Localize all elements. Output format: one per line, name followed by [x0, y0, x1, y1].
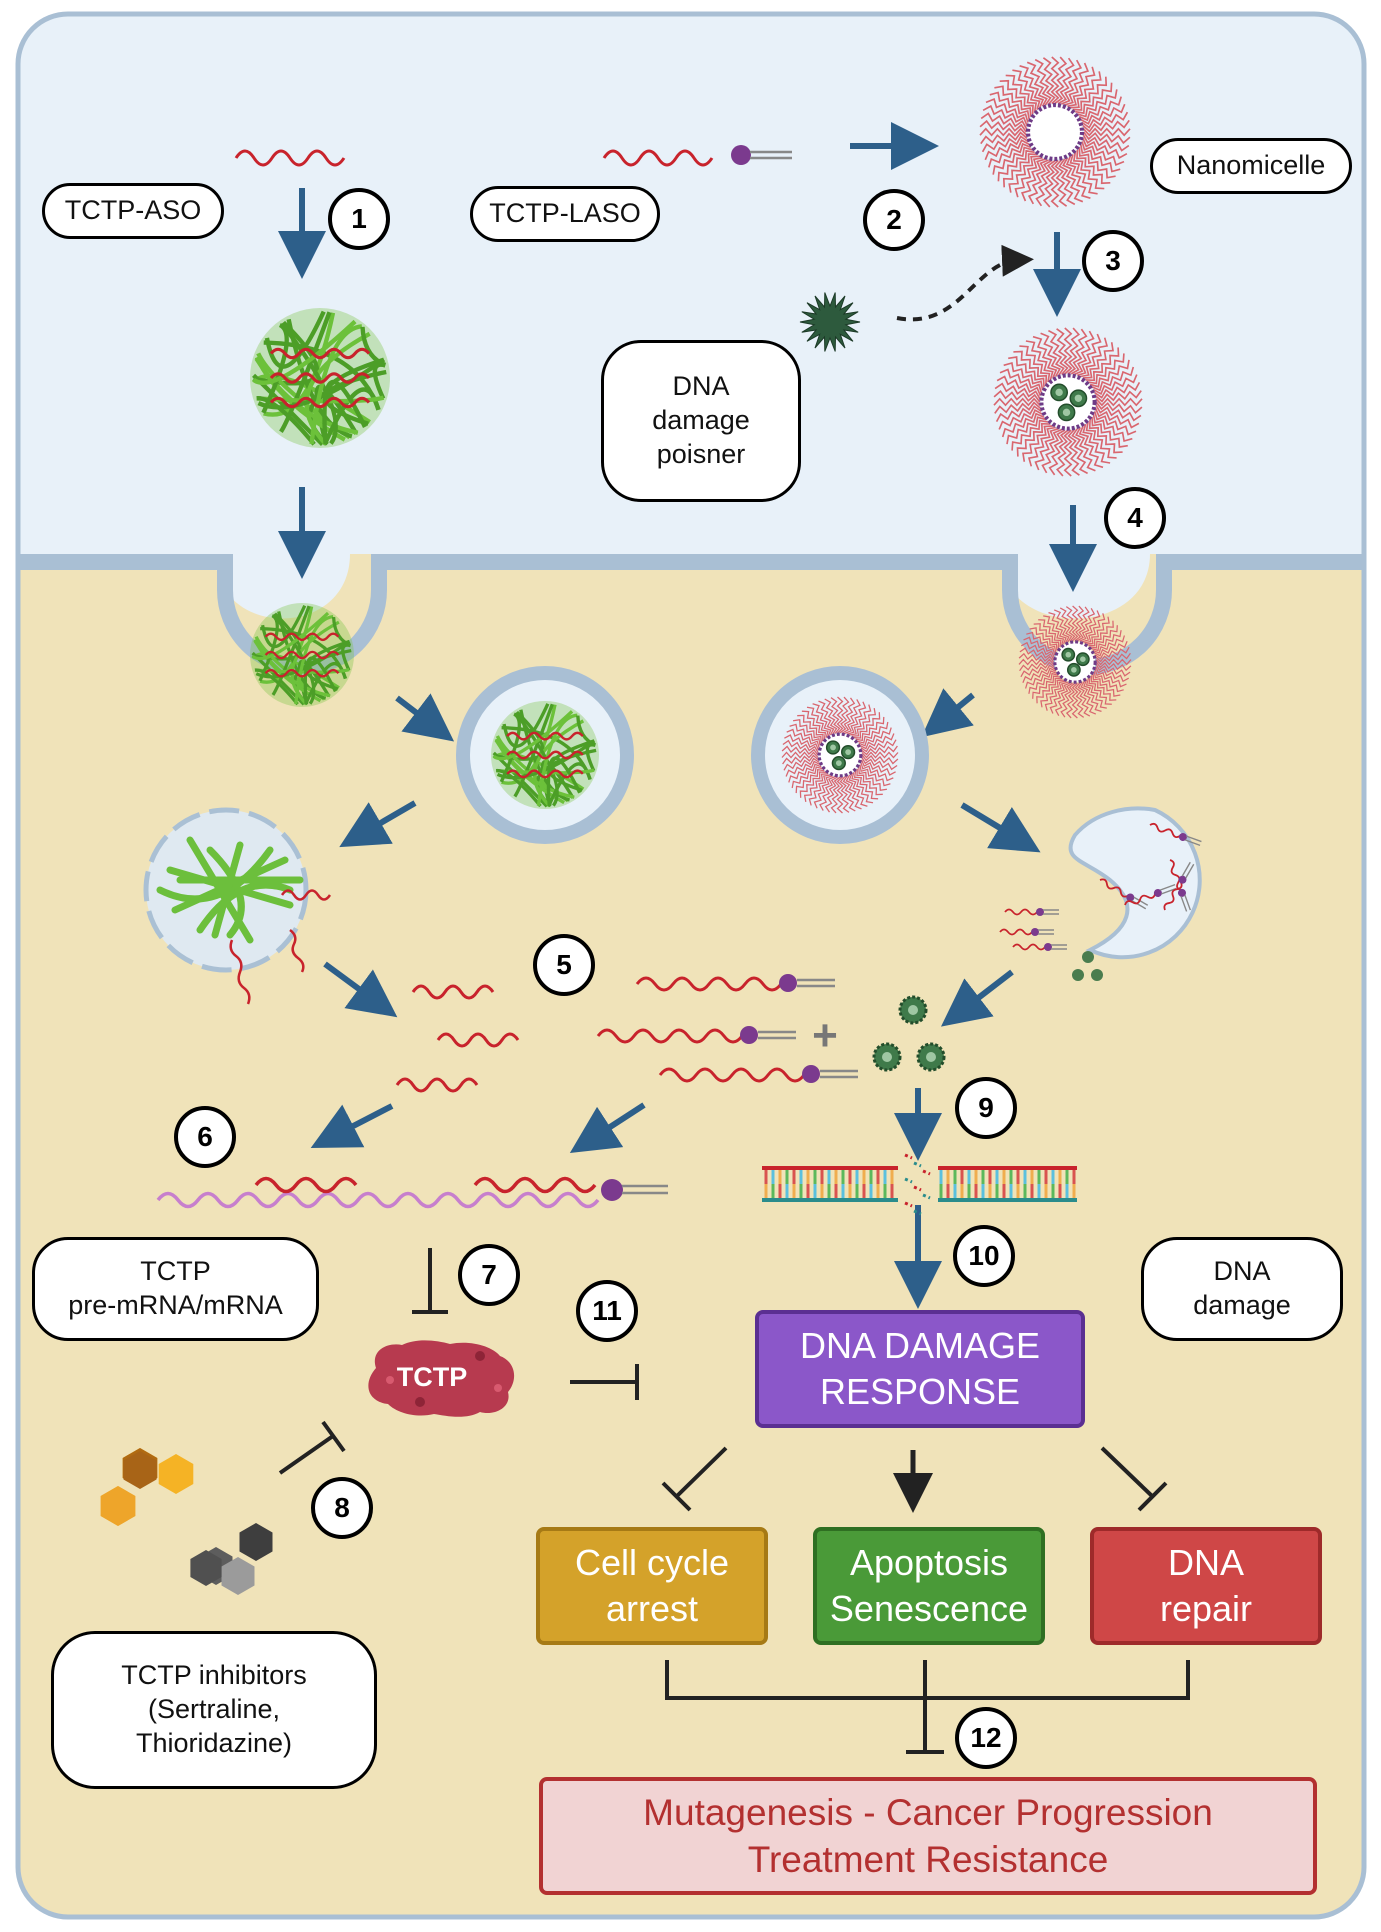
- tctp-inhibitor-molecules: [100, 1448, 273, 1595]
- inhibit-dna-repair: [1100, 1446, 1168, 1512]
- endosome-polyplex: [456, 666, 634, 844]
- polyplex-endocytosing: [250, 603, 354, 707]
- inhibit-tctp-drug: [278, 1420, 346, 1475]
- arrow-release-right: [940, 969, 1014, 1027]
- tctp-protein: [368, 1340, 515, 1417]
- arrow-laso-mrna: [569, 1102, 646, 1154]
- dna-damage-label: DNA damage: [1141, 1237, 1343, 1341]
- ruptured-endosome-left: [143, 807, 332, 1005]
- outcome-bracket: [665, 1660, 1190, 1754]
- step-12: 12: [955, 1707, 1017, 1769]
- dna-double-strand: [762, 1153, 1077, 1216]
- aso-polyplex: [250, 308, 390, 448]
- step-4: 4: [1104, 487, 1166, 549]
- dna-damage-poisoner-label: DNA damage poisner: [601, 340, 801, 502]
- arrow-endo-left: [395, 693, 455, 742]
- drug-spheres: [872, 995, 946, 1072]
- arrow-poisoner-dashed: [896, 244, 1034, 322]
- plus-sign: +: [812, 1011, 838, 1060]
- tctp-laso-label: TCTP-LASO: [470, 186, 660, 242]
- endosome-micelle: [751, 666, 929, 844]
- step-10: 10: [953, 1225, 1015, 1287]
- step-2: 2: [863, 189, 925, 251]
- outcome-box: Mutagenesis - Cancer Progression Treatme…: [539, 1777, 1317, 1895]
- tctp-mrna-strand: [156, 1176, 668, 1209]
- step-5: 5: [533, 934, 595, 996]
- step-7: 7: [458, 1244, 520, 1306]
- step-1: 1: [328, 188, 390, 250]
- aso-strand: [234, 149, 346, 167]
- inhibit-cell-cycle: [661, 1446, 728, 1512]
- arrow-escape-right: [960, 802, 1041, 853]
- free-aso-strands: [395, 984, 520, 1093]
- free-laso-strands: [596, 974, 858, 1083]
- arrow-release-left: [323, 961, 398, 1018]
- dna-damage-response-box: DNA DAMAGE RESPONSE: [755, 1310, 1085, 1428]
- laso-strand: [602, 145, 792, 167]
- tctp-inhibitors-label: TCTP inhibitors (Sertraline, Thioridazin…: [51, 1631, 377, 1789]
- step-8: 8: [311, 1477, 373, 1539]
- ruptured-endosome-right: [999, 806, 1202, 981]
- inhibit-mrna-translation: [412, 1248, 448, 1314]
- dna-repair-box: DNA repair: [1090, 1527, 1322, 1645]
- apoptosis-senescence-box: Apoptosis Senescence: [813, 1527, 1045, 1645]
- arrow-aso-mrna: [310, 1103, 394, 1149]
- flow-arrows: [278, 122, 1097, 1309]
- nanomicelle-empty: [979, 56, 1131, 208]
- cell-outline: [15, 11, 1367, 1920]
- arrow-endo-right: [921, 688, 975, 738]
- tctp-protein-label: TCTP: [396, 1362, 468, 1392]
- arrow-escape-left: [339, 800, 417, 848]
- tctp-mrna-label: TCTP pre-mRNA/mRNA: [32, 1237, 319, 1341]
- step-11: 11: [576, 1280, 638, 1342]
- step-3: 3: [1082, 230, 1144, 292]
- inhibition-bars: [278, 1248, 1190, 1754]
- cell-cycle-arrest-box: Cell cycle arrest: [536, 1527, 768, 1645]
- step-6: 6: [174, 1106, 236, 1168]
- cell-membrane: [18, 554, 1364, 675]
- dna-poisoner-molecule: [799, 292, 861, 352]
- micelle-endocytosing: [1018, 605, 1132, 719]
- nanomicelle-label: Nanomicelle: [1150, 138, 1352, 194]
- tctp-aso-label: TCTP-ASO: [42, 183, 224, 239]
- inhibit-tctp-ddr: [570, 1364, 639, 1400]
- nanomicelle-loaded: [993, 327, 1143, 477]
- step-9: 9: [955, 1077, 1017, 1139]
